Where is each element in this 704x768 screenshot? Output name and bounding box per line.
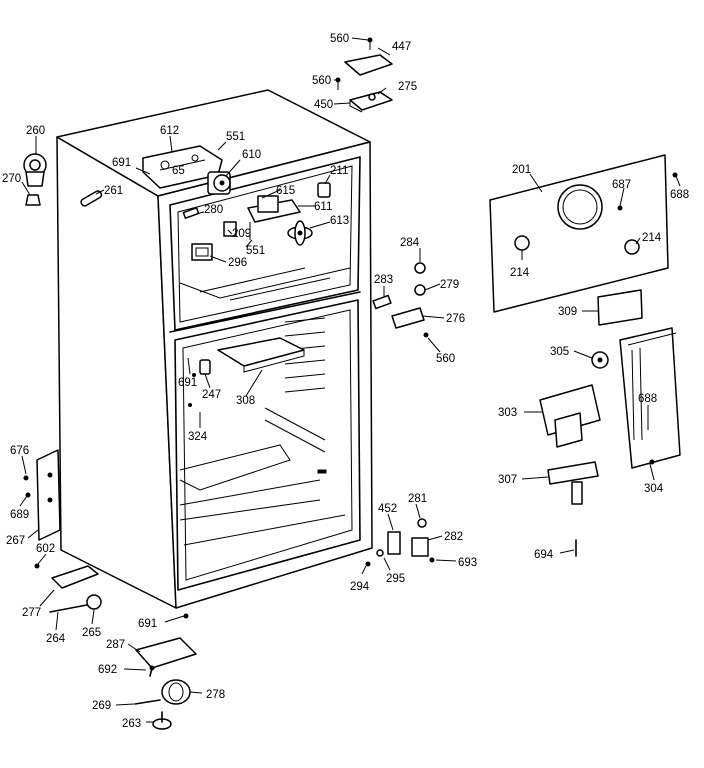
part-number-label: 450: [314, 99, 333, 111]
part-number-label: 560: [330, 33, 349, 45]
part-number-label: 308: [236, 395, 255, 407]
part-number-label: 305: [550, 346, 569, 358]
part-number-label: 287: [106, 639, 125, 651]
part-number-label: 281: [408, 493, 427, 505]
part-number-label: 691: [178, 377, 197, 389]
part-number-label: 692: [98, 664, 117, 676]
part-number-label: 294: [350, 581, 370, 593]
part-number-label: 693: [458, 557, 477, 569]
part-number-label: 551: [246, 245, 265, 257]
evaporator-cover-part: [489, 154, 678, 313]
part-number-label: 612: [160, 125, 179, 137]
part-number-label: 209: [232, 228, 251, 240]
part-number-label: 270: [2, 173, 21, 185]
damper-part: [191, 243, 213, 261]
part-number-label: 560: [436, 353, 455, 365]
side-hinge-plate-part: [23, 449, 61, 569]
part-number-label: 276: [446, 313, 465, 325]
air-duct-part: [619, 327, 681, 469]
part-number-label: 278: [206, 689, 225, 701]
part-number-label: 261: [104, 185, 123, 197]
roller-parts: [134, 679, 191, 730]
door-stop-parts: [372, 262, 429, 338]
light-switch-part: [199, 359, 211, 375]
light-socket-part: [317, 182, 331, 198]
top-hinge-part: [23, 153, 47, 206]
hinge-cover-parts: [335, 37, 393, 113]
thermostat-control-part: [207, 171, 231, 195]
part-number-label: 295: [386, 573, 405, 585]
part-callout-labels: 560 447 560 275 450 260 270 261 612 551 691 65 610 61…: [2, 33, 689, 730]
bottom-hinge-bracket-parts: [49, 565, 189, 619]
part-number-label: 691: [138, 618, 157, 630]
part-number-label: 265: [82, 627, 101, 639]
part-number-label: 275: [398, 81, 417, 93]
part-number-label: 611: [314, 201, 332, 213]
part-number-label: 691: [112, 157, 131, 169]
label-plate-part: [597, 289, 643, 326]
part-number-label: 688: [638, 393, 657, 405]
part-number-label: 687: [612, 179, 631, 191]
hinge-pin-part: [80, 190, 103, 207]
part-number-label: 284: [400, 237, 420, 249]
part-number-label: 309: [558, 306, 577, 318]
part-number-label: 269: [92, 700, 111, 712]
part-number-label: 65: [172, 165, 185, 177]
part-number-label: 689: [10, 509, 29, 521]
leader-lines: [19, 37, 681, 723]
part-number-label: 688: [670, 189, 689, 201]
bottom-hinge-parts: [365, 518, 435, 567]
control-assembly-part: [539, 384, 601, 448]
part-number-label: 324: [188, 431, 208, 443]
part-number-label: 676: [10, 445, 29, 457]
part-number-label: 694: [534, 549, 554, 561]
part-number-label: 214: [642, 232, 662, 244]
part-number-label: 613: [330, 215, 349, 227]
fresh-food-shelf-part: [217, 337, 305, 373]
part-number-label: 201: [512, 164, 531, 176]
part-number-label: 283: [374, 274, 393, 286]
defrost-parts: [182, 207, 237, 237]
fan-blade-part: [287, 220, 313, 246]
part-number-label: 264: [46, 633, 66, 645]
part-number-label: 277: [22, 607, 41, 619]
part-number-label: 447: [392, 41, 411, 53]
part-number-label: 560: [312, 75, 331, 87]
part-number-label: 551: [226, 131, 245, 143]
bracket-part: [547, 461, 599, 505]
part-number-label: 280: [204, 204, 223, 216]
part-number-label: 260: [26, 125, 45, 137]
part-number-label: 282: [444, 531, 463, 543]
part-number-label: 279: [440, 279, 459, 291]
leveling-bracket-parts: [135, 637, 197, 677]
part-number-label: 452: [378, 503, 397, 515]
part-number-label: 211: [330, 165, 348, 177]
part-number-label: 610: [242, 149, 261, 161]
part-number-label: 214: [510, 267, 530, 279]
part-number-label: 602: [36, 543, 55, 555]
part-number-label: 304: [644, 483, 664, 495]
part-number-label: 303: [498, 407, 517, 419]
part-number-label: 296: [228, 257, 247, 269]
part-number-label: 267: [6, 535, 25, 547]
part-number-label: 615: [276, 185, 295, 197]
knob-part: [591, 351, 609, 369]
part-number-label: 247: [202, 389, 221, 401]
fan-motor-bracket-part: [247, 195, 301, 240]
part-number-label: 307: [498, 474, 517, 486]
part-number-label: 263: [122, 718, 141, 730]
